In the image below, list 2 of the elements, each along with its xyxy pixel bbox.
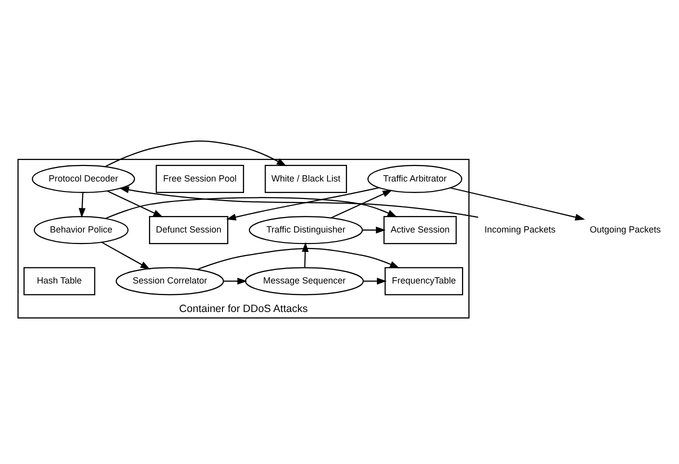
node-text: Incoming Packets: [484, 224, 556, 234]
node-text: Outgoing Packets: [590, 224, 661, 234]
